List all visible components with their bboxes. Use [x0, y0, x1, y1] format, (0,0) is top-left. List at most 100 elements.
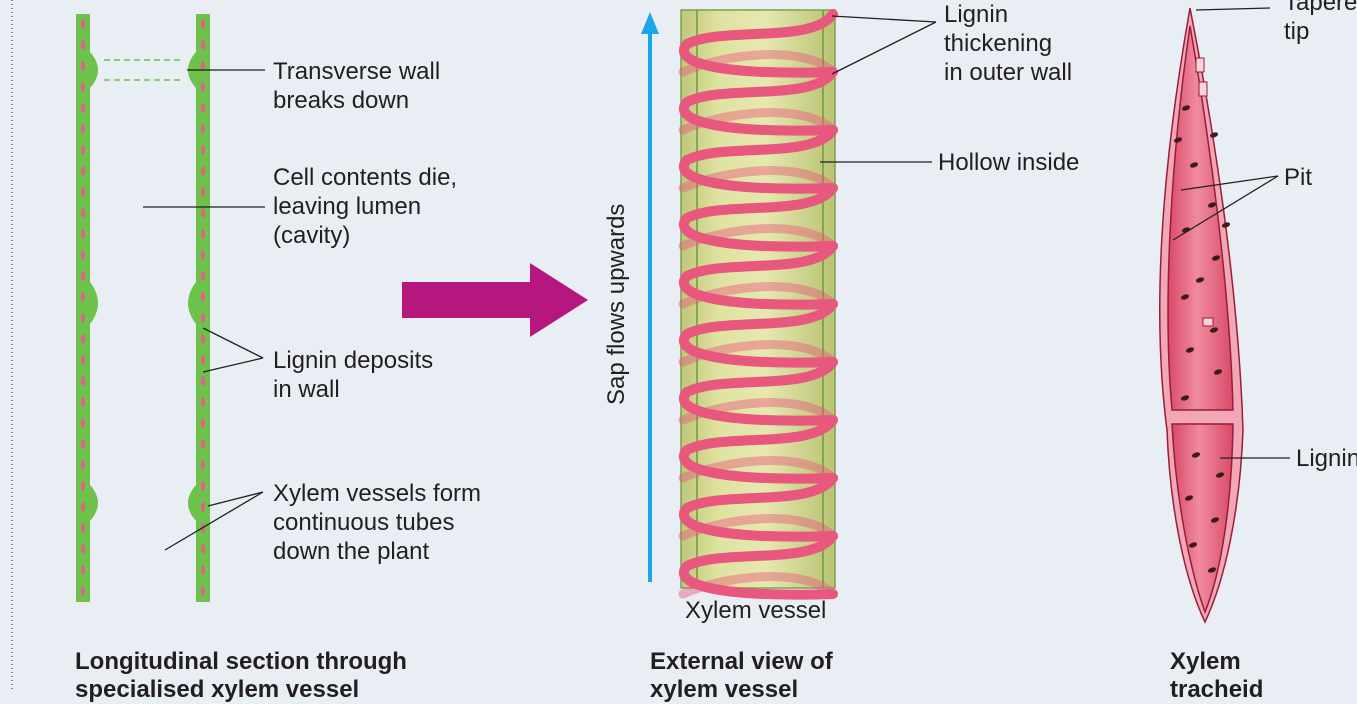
lignin-dash	[81, 313, 85, 323]
xylem-vessel-tube	[678, 9, 838, 600]
pit-dot	[1210, 517, 1220, 523]
lignin-dash	[81, 439, 85, 449]
lignin-dash	[81, 334, 85, 344]
lignin-dash	[81, 376, 85, 386]
spiral-front-turn	[678, 415, 838, 484]
pit-dot	[1180, 294, 1190, 300]
lignin-dash	[201, 502, 205, 512]
lignin-dash	[81, 544, 85, 554]
cell-contents-label: Cell contents die, leaving lumen (cavity…	[273, 164, 458, 249]
lignin-deposits-label: Lignin deposits in wall	[273, 347, 434, 403]
pit-dot	[1209, 132, 1219, 138]
pit-dot	[1221, 222, 1231, 228]
lignin-dash	[201, 481, 205, 491]
pit-dot	[1184, 495, 1194, 501]
lignin-dash	[81, 292, 85, 302]
lignin-dash	[201, 544, 205, 554]
tapered-tip-label: Tapered tip	[1284, 0, 1357, 45]
pit-dot	[1191, 452, 1201, 458]
xylem-vessel-label: Xylem vessel	[685, 597, 827, 624]
spiral-front-turn	[678, 473, 838, 542]
lignin-dash	[201, 187, 205, 197]
lignin-dash	[81, 586, 85, 596]
lignin-dash	[201, 292, 205, 302]
transverse-wall-label: Transverse wall breaks down	[273, 58, 441, 114]
spiral-front-turn	[678, 241, 838, 310]
lignin-dash	[201, 82, 205, 92]
lignin-dash	[81, 229, 85, 239]
lignin-dash	[81, 460, 85, 470]
pit-dot	[1215, 472, 1225, 478]
pit-dot	[1189, 162, 1199, 168]
continuous-tubes-label: Xylem vessels form continuous tubes down…	[273, 480, 482, 565]
lignin-dash	[81, 208, 85, 218]
lignin-dash	[201, 208, 205, 218]
lignin-deposits	[81, 19, 205, 596]
pit-dot	[1188, 542, 1198, 548]
hollow-inside-label: Hollow inside	[938, 149, 1080, 176]
lignin-dash	[201, 61, 205, 71]
lignin-dash	[201, 271, 205, 281]
tracheid-caption: Xylem tracheid	[1170, 648, 1264, 703]
lignin-dash	[81, 250, 85, 260]
right-vessel-wall	[188, 14, 210, 602]
lignin-dash	[201, 145, 205, 155]
lignin-dash	[81, 124, 85, 134]
pit-dot	[1195, 277, 1205, 283]
sap-flow-label: Sap flows upwards	[603, 203, 630, 405]
lignin-dash	[201, 586, 205, 596]
panel1-leaders	[143, 69, 265, 551]
lignin-dash	[81, 187, 85, 197]
pit-dot	[1213, 369, 1223, 375]
vessel-section-drawing	[76, 14, 210, 602]
lignin-dash	[201, 40, 205, 50]
lignin-dash	[81, 271, 85, 281]
lignin-dash	[81, 397, 85, 407]
pit-dot	[1207, 567, 1217, 573]
spiral-front-turn	[678, 67, 838, 136]
lignin-dash	[201, 439, 205, 449]
lignin-dash	[201, 313, 205, 323]
pit-label: Pit	[1284, 164, 1313, 191]
spiral-front-turn	[678, 357, 838, 426]
pit-dot	[1209, 327, 1219, 333]
tracheid-lumen-lower	[1171, 423, 1234, 615]
lignin-label: Lignin	[1296, 445, 1357, 472]
spiral-front-turn	[678, 125, 838, 194]
pit-dot	[1211, 255, 1221, 261]
lignin-dash	[81, 19, 85, 29]
lignin-dash	[201, 103, 205, 113]
lignin-dash	[81, 40, 85, 50]
lignin-dash	[81, 82, 85, 92]
tracheid-lumen-upper	[1167, 25, 1234, 411]
tracheid-pits-edge	[1195, 57, 1214, 327]
pit-dots	[1173, 105, 1231, 573]
pit-dot	[1185, 347, 1195, 353]
lignin-dash	[201, 250, 205, 260]
lignin-dash	[201, 19, 205, 29]
lignin-dash	[81, 145, 85, 155]
broken-transverse-wall	[104, 59, 184, 81]
pit-dot	[1173, 137, 1183, 143]
lignin-dash	[201, 397, 205, 407]
pit-dot	[1181, 105, 1191, 111]
spiral-front-turn	[678, 9, 838, 78]
lignin-dash	[81, 61, 85, 71]
lignin-dash	[81, 523, 85, 533]
external-view-caption: External view of xylem vessel	[650, 648, 833, 703]
panel2-leaders	[820, 15, 937, 163]
lignin-dash	[201, 460, 205, 470]
lignin-dash	[81, 418, 85, 428]
lignin-dash	[201, 355, 205, 365]
lignin-dash	[81, 565, 85, 575]
spiral-front-turn	[678, 531, 838, 600]
lignin-dash	[201, 124, 205, 134]
lignin-dash	[81, 166, 85, 176]
pit-dot	[1207, 202, 1217, 208]
lignin-dash	[201, 376, 205, 386]
lignin-dash	[201, 418, 205, 428]
lignin-dash	[81, 481, 85, 491]
lignin-dash	[201, 565, 205, 575]
transition-arrow	[402, 263, 588, 337]
